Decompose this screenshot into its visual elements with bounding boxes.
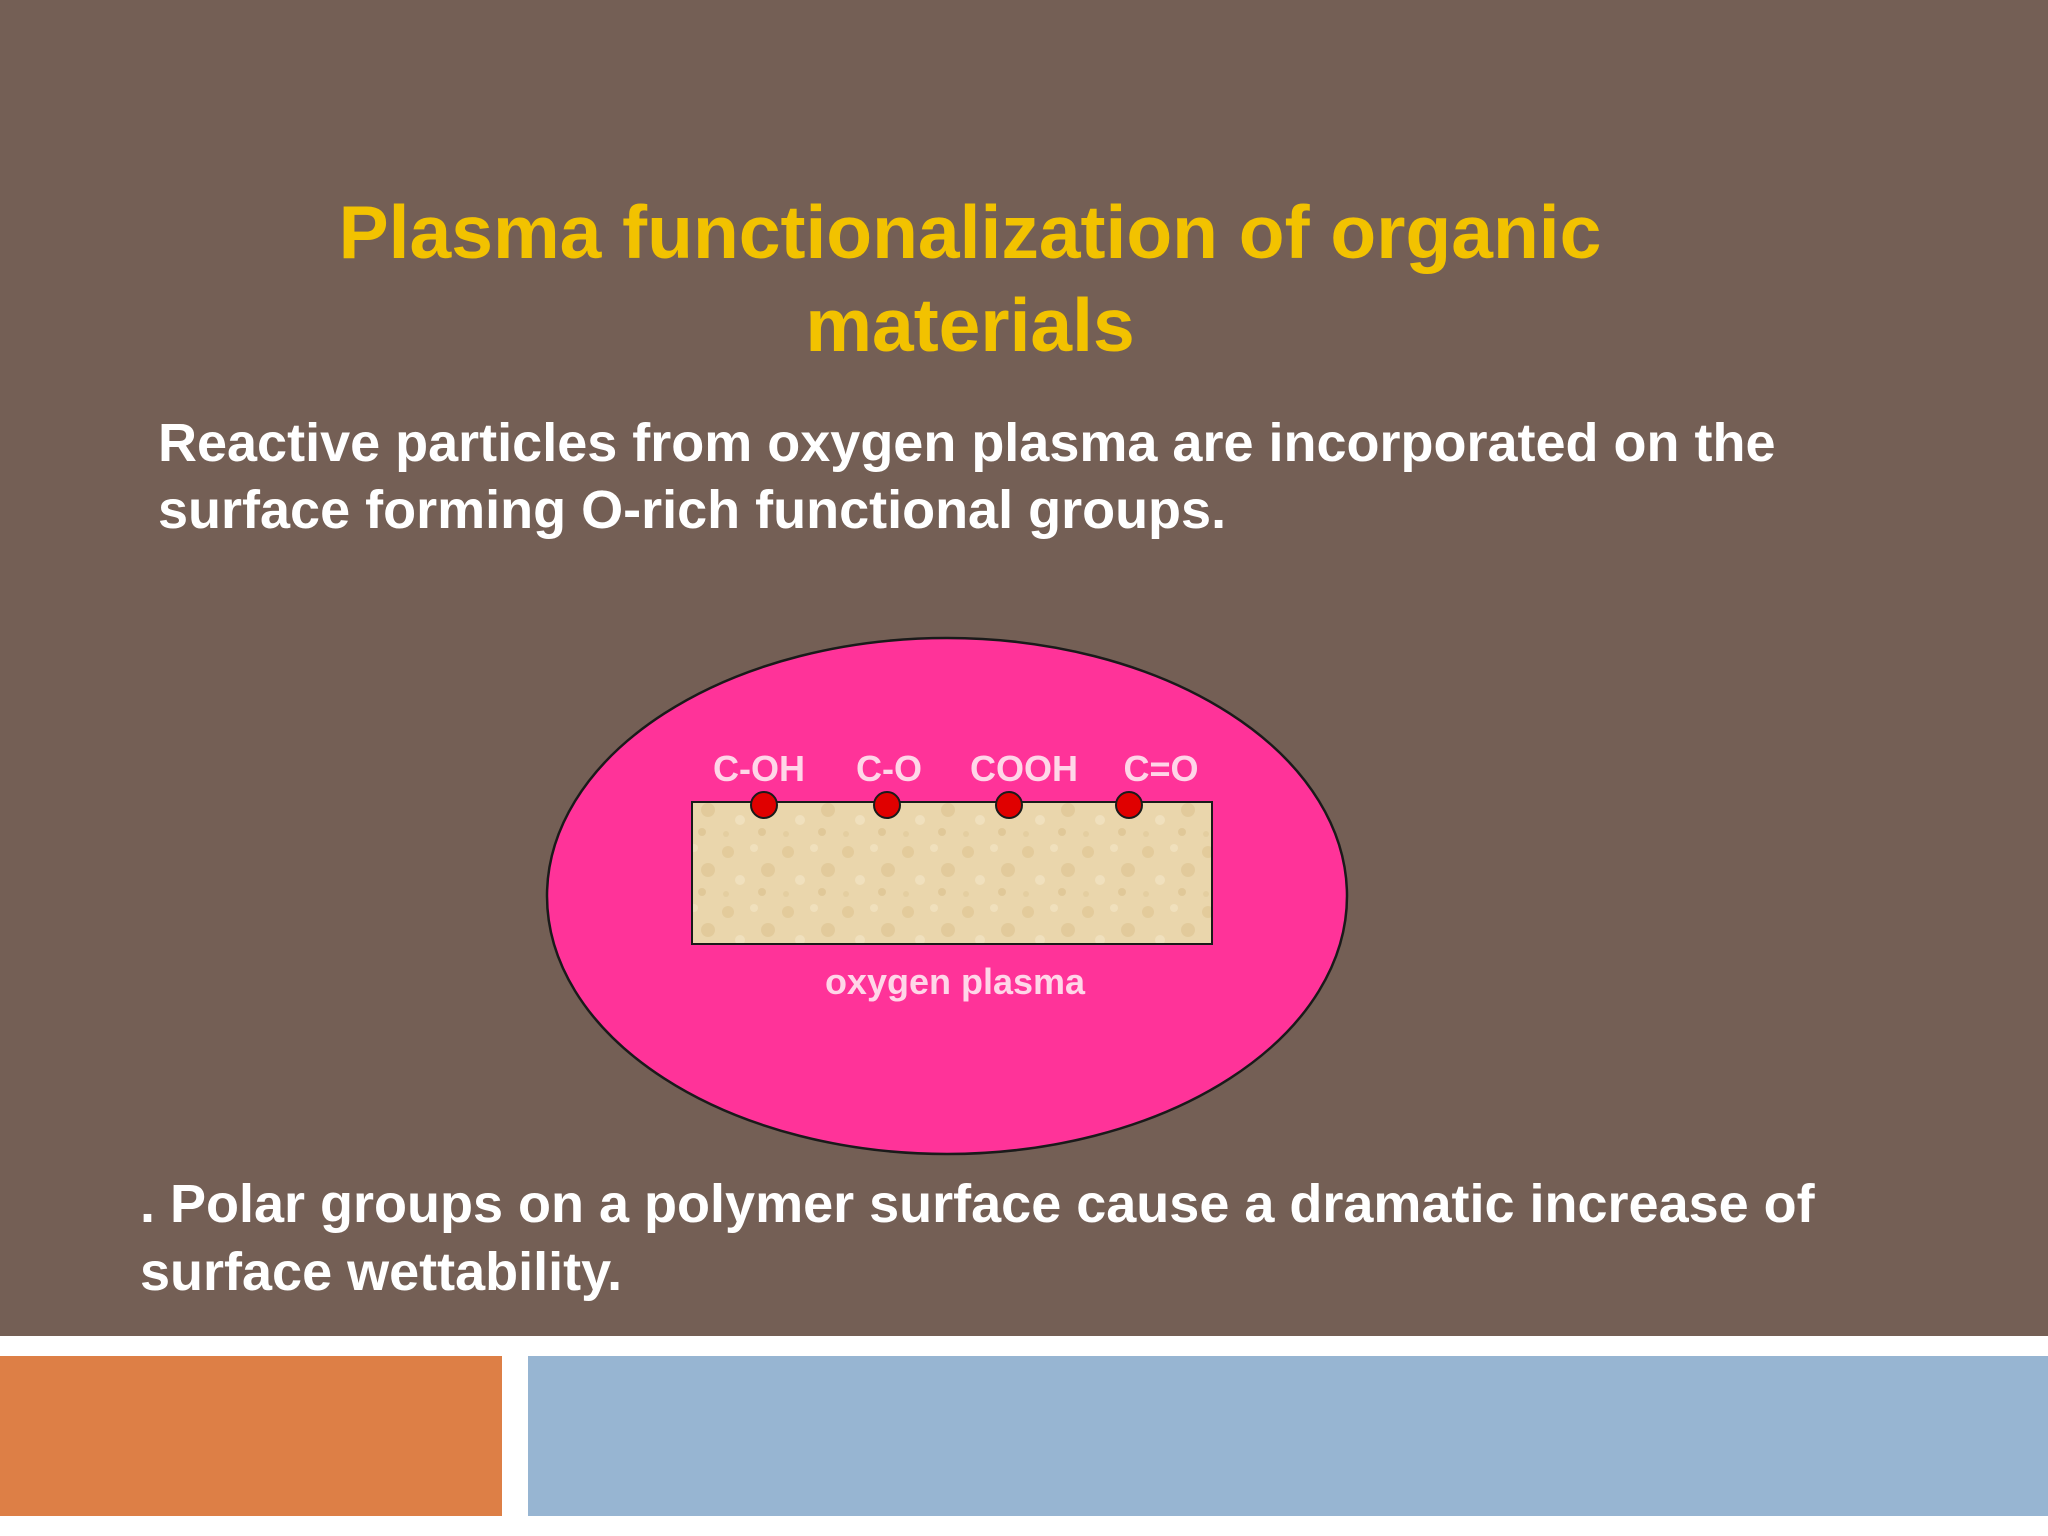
functional-group-dot [750,791,778,819]
slide-title: Plasma functionalization of organic mate… [338,190,1602,367]
plasma-diagram: C-OH C-O COOH C=O oxygen plasma [545,636,1349,1156]
group-label-c-oh: C-OH [713,748,805,789]
polymer-substrate [691,801,1213,945]
group-label-cooh: COOH [970,748,1078,789]
group-label-c-double-o: C=O [1123,748,1198,789]
footer-band-orange [0,1356,502,1516]
intro-text: Reactive particles from oxygen plasma ar… [158,413,1776,540]
plasma-label: oxygen plasma [825,961,1086,1002]
group-label-c-o: C-O [856,748,922,789]
conclusion-text: . Polar groups on a polymer surface caus… [140,1174,1815,1302]
functional-group-dot [995,791,1023,819]
functional-group-dot [1115,791,1143,819]
functional-group-dot [873,791,901,819]
footer-band-blue [528,1356,2048,1516]
